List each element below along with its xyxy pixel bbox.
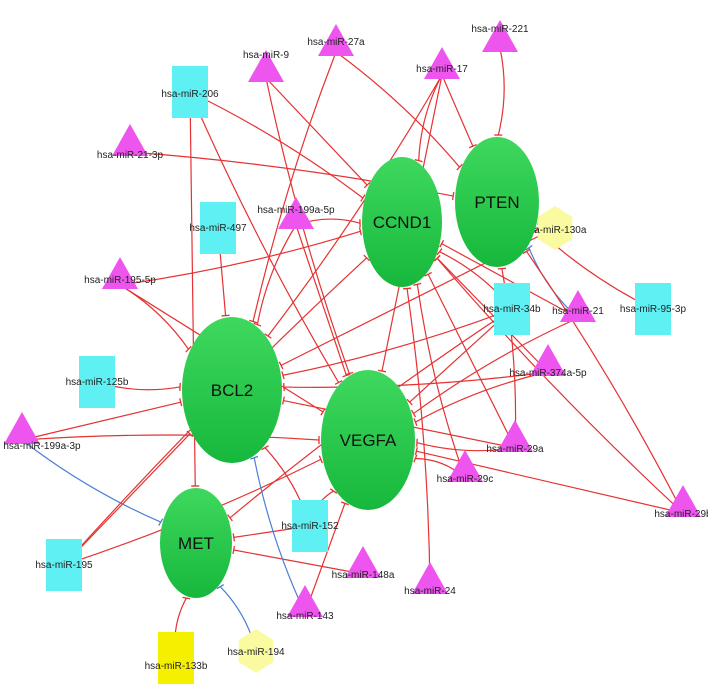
mirna-node-m27a[interactable]: hsa-miR-27a: [307, 24, 365, 56]
edge-m199a5p-BCL2: [253, 224, 297, 327]
nodes-layer: hsa-miR-9 hsa-miR-27a hsa-miR-221 hsa-miR-1…: [3, 20, 708, 684]
gene-node-vegfa[interactable]: VEGFA: [321, 370, 415, 510]
mirna-node-m9[interactable]: hsa-miR-9: [243, 50, 290, 82]
mirna-label: hsa-miR-374a-5p: [509, 368, 587, 379]
mirna-node-m374a5p[interactable]: hsa-miR-374a-5p: [509, 344, 587, 379]
mirna-label: hsa-miR-221: [471, 24, 529, 35]
mirna-node-m953p[interactable]: hsa-miR-95-3p: [620, 283, 687, 335]
edge-m9-CCND1: [265, 77, 371, 189]
mirna-node-m1955p[interactable]: hsa-miR-195-5p: [84, 257, 156, 289]
edge-m143-BCL2: [250, 455, 306, 614]
gene-label: BCL2: [211, 381, 254, 400]
mirna-node-m213p[interactable]: hsa-miR-21-3p: [97, 124, 164, 161]
mirna-node-m152[interactable]: hsa-miR-152: [281, 500, 339, 552]
edge-m29b-CCND1: [433, 255, 684, 514]
edge-m206-CCND1: [189, 91, 366, 202]
edge-m29b-VEGFA: [414, 447, 684, 514]
mirna-node-m29c[interactable]: hsa-miR-29c: [437, 450, 494, 485]
mirna-label: hsa-miR-143: [276, 611, 334, 622]
gene-label: CCND1: [373, 213, 432, 232]
mirna-label: hsa-miR-9: [243, 50, 290, 61]
gene-node-pten[interactable]: PTEN: [455, 137, 539, 267]
edge-m29a-CCND1: [424, 271, 516, 449]
edge-m1955p-CCND1: [119, 227, 362, 286]
mirna-label: hsa-miR-29a: [486, 444, 544, 455]
mirna-label: hsa-miR-29b: [654, 509, 708, 520]
gene-label: PTEN: [474, 193, 519, 212]
mirna-node-m21[interactable]: hsa-miR-21: [552, 290, 604, 322]
mirna-node-m133b[interactable]: hsa-miR-133b: [145, 632, 208, 684]
edge-m199a3p-VEGFA: [21, 434, 320, 444]
mirna-node-m29a[interactable]: hsa-miR-29a: [486, 420, 544, 455]
edge-m17-BCL2: [264, 74, 443, 339]
mirna-node-m34b[interactable]: hsa-miR-34b: [483, 283, 541, 335]
edge-m21-CCND1: [439, 239, 579, 319]
mirna-label: hsa-miR-21: [552, 306, 604, 317]
mirna-node-m199a3p[interactable]: hsa-miR-199a-3p: [3, 412, 81, 452]
mirna-label: hsa-miR-148a: [332, 570, 395, 581]
mirna-node-m206[interactable]: hsa-miR-206: [161, 66, 219, 118]
mirna-label: hsa-miR-17: [416, 64, 468, 75]
mirna-node-m143[interactable]: hsa-miR-143: [276, 585, 334, 622]
edge-m199a3p-BCL2: [21, 398, 183, 441]
edge-m29c-CCND1: [413, 282, 466, 479]
edge-m148a-MET: [232, 545, 364, 575]
gene-node-met[interactable]: MET: [160, 488, 232, 598]
mirna-label: hsa-miR-194: [227, 647, 285, 658]
mirna-label: hsa-miR-27a: [307, 37, 365, 48]
mirna-label: hsa-miR-199a-5p: [257, 205, 335, 216]
mirna-label: hsa-miR-130a: [524, 225, 587, 236]
edge-m27a-BCL2: [249, 51, 337, 324]
edge-m221-PTEN: [494, 47, 505, 136]
gene-label: VEGFA: [340, 431, 397, 450]
mirna-label: hsa-miR-152: [281, 521, 339, 532]
mirna-label: hsa-miR-199a-3p: [3, 441, 81, 452]
mirna-node-m29b[interactable]: hsa-miR-29b: [654, 485, 708, 520]
gene-node-bcl2[interactable]: BCL2: [182, 317, 282, 463]
gene-node-ccnd1[interactable]: CCND1: [362, 157, 442, 287]
mirna-node-m194[interactable]: hsa-miR-194: [227, 629, 285, 673]
edge-m17-PTEN: [441, 74, 477, 149]
mirna-label: hsa-miR-497: [189, 223, 247, 234]
mirna-label: hsa-miR-21-3p: [97, 150, 164, 161]
mirna-label: hsa-miR-24: [404, 586, 456, 597]
edge-m27a-PTEN: [335, 51, 463, 171]
mirna-node-m125b[interactable]: hsa-miR-125b: [66, 356, 129, 408]
edge-m34b-BCL2: [281, 308, 513, 380]
edge-m29b-PTEN: [522, 248, 684, 514]
edge-m24-CCND1: [403, 287, 431, 591]
mirna-node-m24[interactable]: hsa-miR-24: [404, 562, 456, 597]
mirna-node-m195[interactable]: hsa-miR-195: [35, 539, 93, 591]
edge-m17-CCND1: [414, 74, 443, 163]
gene-label: MET: [178, 534, 214, 553]
mirna-label: hsa-miR-29c: [437, 474, 494, 485]
mirna-label: hsa-miR-206: [161, 89, 219, 100]
edge-m21-VEGFA: [410, 317, 579, 418]
edge-m1955p-BCL2: [119, 284, 192, 353]
mirna-label: hsa-miR-133b: [145, 661, 208, 672]
mirna-node-m130a[interactable]: hsa-miR-130a: [524, 206, 587, 250]
mirna-node-m221[interactable]: hsa-miR-221: [471, 20, 529, 52]
mirna-label: hsa-miR-125b: [66, 377, 129, 388]
mirna-label: hsa-miR-34b: [483, 304, 541, 315]
mirna-node-m17[interactable]: hsa-miR-17: [416, 47, 468, 79]
mirna-label: hsa-miR-95-3p: [620, 304, 687, 315]
mirna-node-m148a[interactable]: hsa-miR-148a: [332, 546, 395, 581]
mirna-label: hsa-miR-195: [35, 560, 93, 571]
mirna-node-m497[interactable]: hsa-miR-497: [189, 202, 247, 254]
mirna-label: hsa-miR-195-5p: [84, 275, 156, 286]
mirna-node-m199a5p[interactable]: hsa-miR-199a-5p: [257, 197, 335, 229]
edge-m199a3p-MET: [21, 439, 164, 526]
edge-m206-VEGFA: [189, 91, 343, 385]
